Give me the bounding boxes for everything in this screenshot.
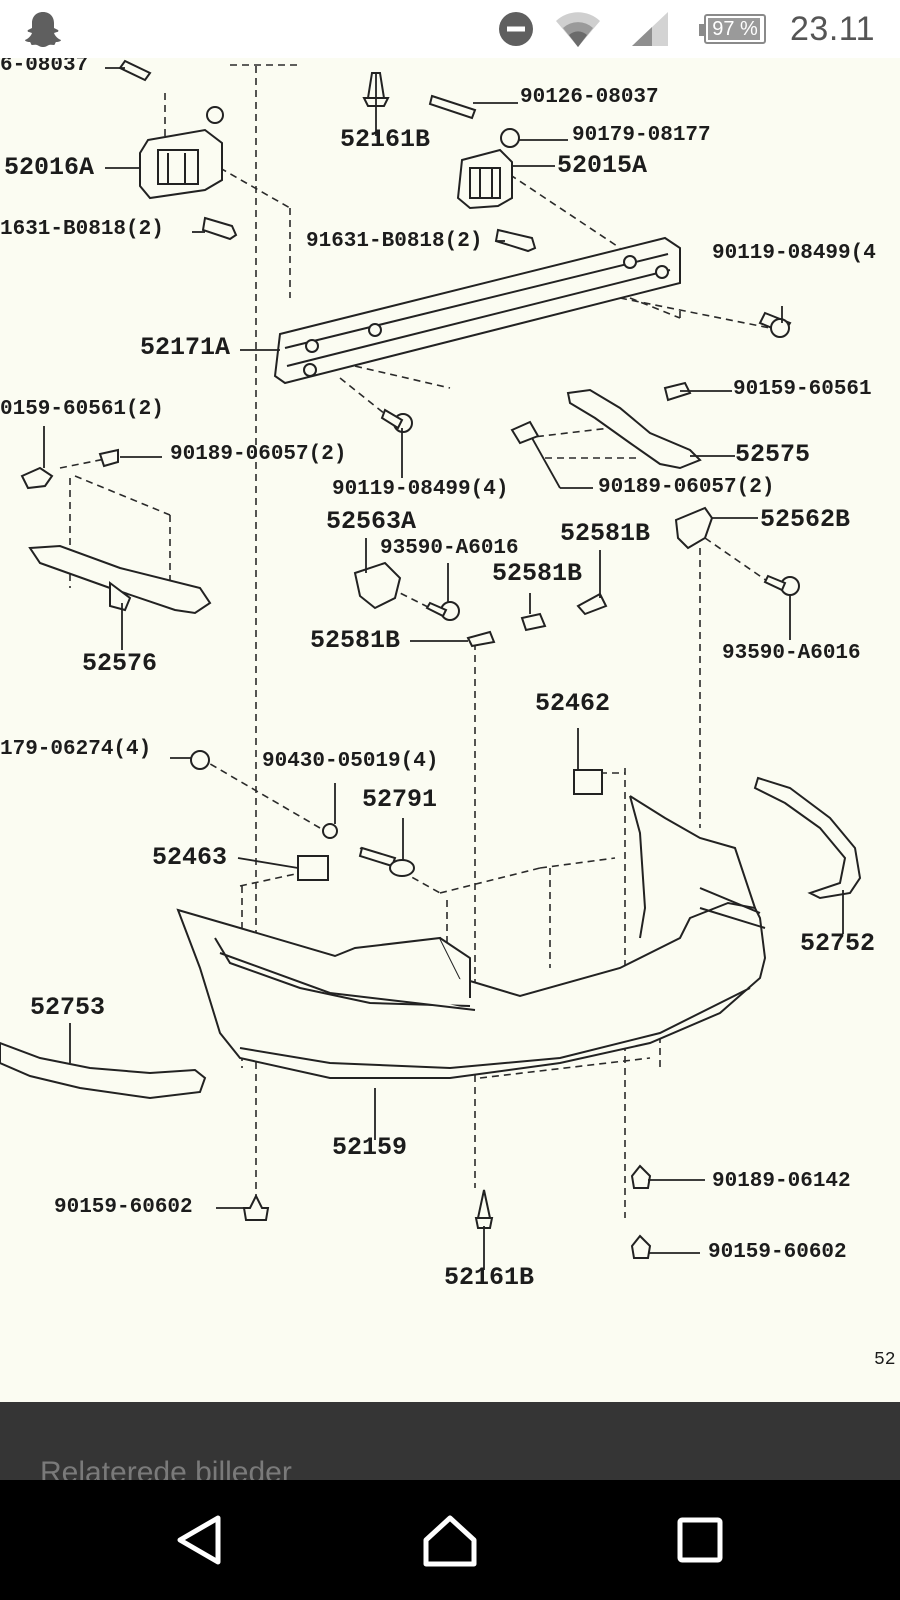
part-label: 52791 bbox=[362, 785, 438, 814]
recents-icon bbox=[677, 1517, 723, 1563]
recents-button[interactable] bbox=[640, 1480, 760, 1600]
cellular-signal-icon bbox=[630, 0, 670, 58]
part-label: 90159-60561 bbox=[733, 378, 872, 401]
do-not-disturb-icon bbox=[498, 0, 534, 58]
part-label: 90119-08499(4 bbox=[712, 242, 876, 265]
part-label: 52581B bbox=[310, 626, 401, 655]
part-label: 90159-60602 bbox=[54, 1196, 193, 1219]
part-label: 52159 bbox=[332, 1133, 408, 1162]
part-label: 52 bbox=[874, 1350, 896, 1370]
part-label: 90119-08499(4) bbox=[332, 478, 509, 501]
part-label: 52753 bbox=[30, 993, 106, 1022]
home-icon bbox=[423, 1515, 477, 1567]
home-button[interactable] bbox=[390, 1480, 510, 1600]
snapchat-ghost-icon bbox=[22, 0, 64, 58]
part-label: 0159-60561(2) bbox=[0, 398, 164, 421]
part-label: 52161B bbox=[340, 125, 431, 154]
part-label: 52171A bbox=[140, 333, 231, 362]
part-label: 90126-08037 bbox=[520, 86, 659, 109]
part-label: 52016A bbox=[4, 153, 95, 182]
part-label: 93590-A6016 bbox=[722, 642, 861, 665]
status-bar: 97 % 23.11 bbox=[0, 0, 900, 58]
part-label: 52462 bbox=[535, 689, 611, 718]
part-label: 52581B bbox=[560, 519, 651, 548]
battery-level bbox=[708, 18, 760, 40]
part-label: 90430-05019(4) bbox=[262, 750, 439, 773]
part-label: 52161B bbox=[444, 1263, 535, 1292]
wifi-icon bbox=[554, 0, 602, 58]
part-label: 52015A bbox=[557, 151, 648, 180]
parts-diagram-drawing bbox=[0, 59, 862, 1270]
part-label: 52575 bbox=[735, 440, 811, 469]
part-label: 90189-06057(2) bbox=[170, 443, 347, 466]
battery-percent: 97 % bbox=[712, 17, 758, 40]
related-images-section[interactable]: Relaterede billeder bbox=[0, 1402, 900, 1489]
part-label: 52463 bbox=[152, 843, 228, 872]
part-label: 52752 bbox=[800, 929, 876, 958]
part-label: 52563A bbox=[326, 507, 417, 536]
part-label: 179-06274(4) bbox=[0, 738, 152, 761]
part-label: 52581B bbox=[492, 559, 583, 588]
part-label: 52576 bbox=[82, 649, 158, 678]
part-label: 91631-B0818(2) bbox=[306, 230, 483, 253]
part-label: 90189-06057(2) bbox=[598, 476, 775, 499]
back-icon bbox=[177, 1515, 221, 1565]
part-label: 52562B bbox=[760, 505, 851, 534]
part-label: 6-08037 bbox=[0, 58, 89, 77]
part-label: 93590-A6016 bbox=[380, 537, 519, 560]
parts-diagram-image[interactable]: 6-08037 52161B 90126-08037 90179-08177 5… bbox=[0, 58, 900, 1402]
part-label: 90179-08177 bbox=[572, 124, 711, 147]
back-button[interactable] bbox=[140, 1480, 260, 1600]
part-label: 1631-B0818(2) bbox=[0, 218, 164, 241]
navigation-bar bbox=[0, 1480, 900, 1600]
battery-icon: 97 % bbox=[699, 14, 766, 44]
clock: 23.11 bbox=[790, 9, 876, 48]
part-label: 90159-60602 bbox=[708, 1241, 847, 1264]
part-label: 90189-06142 bbox=[712, 1170, 851, 1193]
